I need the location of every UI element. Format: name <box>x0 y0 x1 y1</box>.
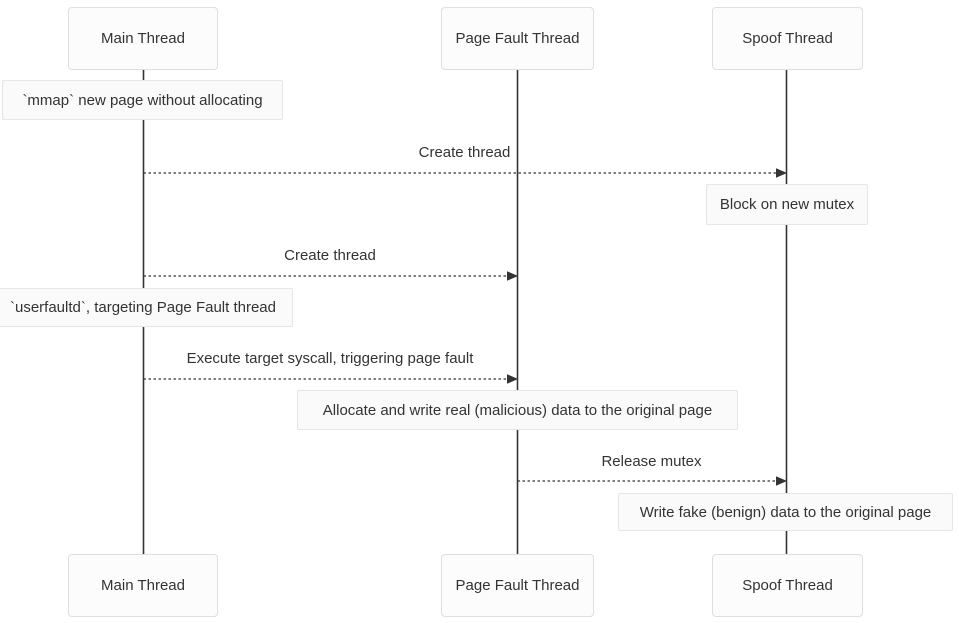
actor-page-fault-thread-top: Page Fault Thread <box>441 7 594 70</box>
actor-label: Main Thread <box>101 30 185 47</box>
message-arrowhead-4 <box>776 476 787 486</box>
message-label-release-mutex: Release mutex <box>601 453 702 470</box>
note-text: Allocate and write real (malicious) data… <box>322 401 713 419</box>
note-mmap-new-page: `mmap` new page without allocating <box>2 80 283 120</box>
message-label-create-thread-pagefault: Create thread <box>284 247 376 264</box>
actor-main-thread-top: Main Thread <box>68 7 218 70</box>
message-label-execute-target-syscall: Execute target syscall, triggering page … <box>186 350 474 367</box>
actor-main-thread-bottom: Main Thread <box>68 554 218 617</box>
message-arrowhead-1 <box>776 168 787 178</box>
message-arrowhead-2 <box>507 271 518 281</box>
message-arrowhead-3 <box>507 374 518 384</box>
actor-label: Page Fault Thread <box>455 577 580 594</box>
note-allocate-write-real-data: Allocate and write real (malicious) data… <box>297 390 738 430</box>
note-text: Write fake (benign) data to the original… <box>639 503 932 521</box>
actor-label: Main Thread <box>101 577 185 594</box>
actor-page-fault-thread-bottom: Page Fault Thread <box>441 554 594 617</box>
actor-spoof-thread-top: Spoof Thread <box>712 7 863 70</box>
actor-label: Spoof Thread <box>742 577 833 594</box>
note-text: Block on new mutex <box>719 196 855 213</box>
actor-spoof-thread-bottom: Spoof Thread <box>712 554 863 617</box>
actor-label: Page Fault Thread <box>455 30 580 47</box>
note-text: `userfaultd`, targeting Page Fault threa… <box>10 299 276 316</box>
note-write-fake-benign-data: Write fake (benign) data to the original… <box>618 493 953 531</box>
note-userfaultd-targeting: `userfaultd`, targeting Page Fault threa… <box>0 288 293 327</box>
actor-label: Spoof Thread <box>742 30 833 47</box>
note-text: `mmap` new page without allocating <box>22 91 263 109</box>
note-block-on-new-mutex: Block on new mutex <box>706 184 868 225</box>
message-label-create-thread-spoof: Create thread <box>418 144 511 161</box>
